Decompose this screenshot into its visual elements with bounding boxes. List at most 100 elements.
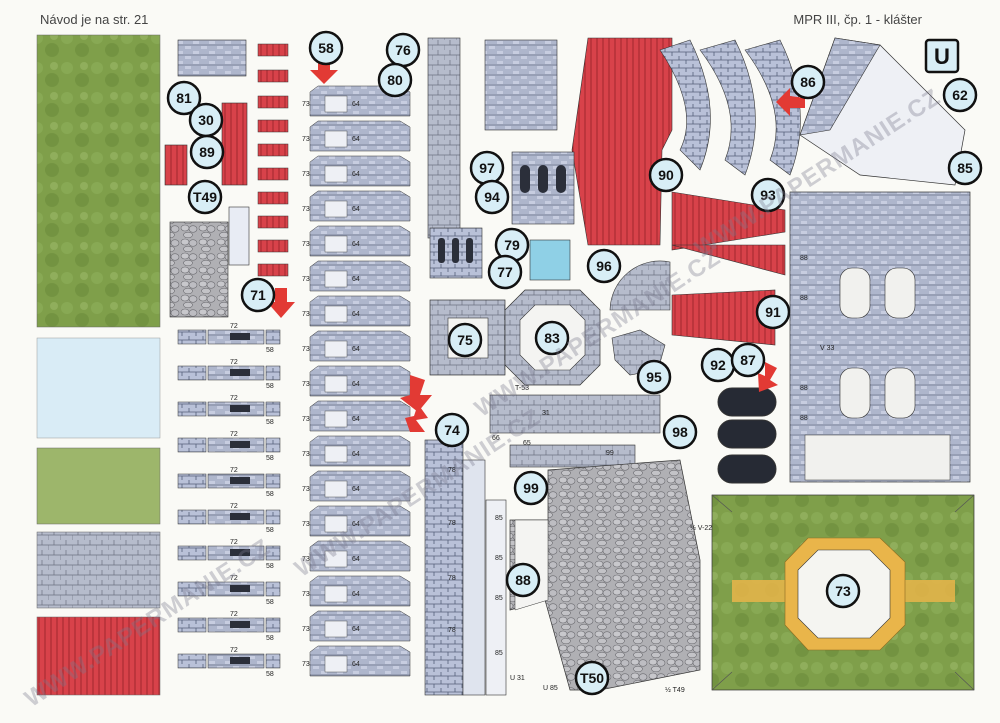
part-number-badge: 93 bbox=[750, 177, 786, 213]
part-number-text: 83 bbox=[544, 330, 560, 346]
part-number-text: 81 bbox=[176, 90, 192, 106]
part-number-text: T49 bbox=[193, 189, 217, 205]
roof-swatch bbox=[36, 616, 161, 696]
part-number-text: 73 bbox=[835, 583, 851, 599]
label-72: 72 bbox=[230, 323, 238, 330]
part-number-badge: 94 bbox=[474, 179, 510, 215]
small-label: 85 bbox=[495, 555, 503, 562]
small-label: 88 bbox=[800, 385, 808, 392]
small-label: ½ T49 bbox=[665, 686, 685, 694]
pointer-arrows bbox=[267, 58, 805, 432]
label-64: 64 bbox=[352, 136, 360, 143]
roof-strips-58 bbox=[257, 43, 289, 277]
part-number-text: 89 bbox=[199, 144, 215, 160]
label-58: 58 bbox=[266, 635, 274, 642]
part-number-badge: 92 bbox=[700, 347, 736, 383]
label-64: 64 bbox=[352, 591, 360, 598]
header-left: Návod je na str. 21 bbox=[40, 12, 149, 27]
part-number-text: 77 bbox=[497, 264, 513, 280]
part-number-text: 79 bbox=[504, 237, 520, 253]
part-number-text: 58 bbox=[318, 40, 334, 56]
small-label: 78 bbox=[448, 575, 456, 582]
window-3 bbox=[556, 165, 566, 193]
part-number-badge: 88 bbox=[505, 562, 541, 598]
grass-swatch bbox=[36, 34, 161, 328]
label-73: 73 bbox=[302, 381, 310, 388]
small-label: 85 bbox=[495, 515, 503, 522]
label-72: 72 bbox=[230, 503, 238, 510]
part-number-text: 98 bbox=[672, 424, 688, 440]
part-number-badge: 95 bbox=[636, 359, 672, 395]
label-72: 72 bbox=[230, 431, 238, 438]
label-64: 64 bbox=[352, 206, 360, 213]
label-73: 73 bbox=[302, 416, 310, 423]
part-number-text: 75 bbox=[457, 332, 473, 348]
roof-triangle-2 bbox=[671, 244, 786, 276]
label-72: 72 bbox=[230, 395, 238, 402]
part-99-strip bbox=[509, 444, 636, 468]
header-right: MPR III, čp. 1 - klášter bbox=[793, 12, 922, 27]
part-number-text: 30 bbox=[198, 112, 214, 128]
part-number-text: 87 bbox=[740, 352, 756, 368]
label-64: 64 bbox=[352, 451, 360, 458]
small-label: U 31 bbox=[510, 675, 525, 682]
part-number-badge: 79 bbox=[494, 227, 530, 263]
part-88-strip bbox=[485, 499, 507, 696]
part-89-piece bbox=[164, 144, 188, 186]
sky-swatch bbox=[36, 337, 161, 439]
window-2 bbox=[538, 165, 548, 193]
part-72-row: 72 58 bbox=[177, 503, 281, 534]
label-73: 73 bbox=[302, 626, 310, 633]
label-73: 73 bbox=[302, 521, 310, 528]
roof-triangle-3 bbox=[671, 289, 776, 346]
part-number-text: T50 bbox=[580, 670, 604, 686]
label-73: 73 bbox=[302, 486, 310, 493]
paving-swatch bbox=[36, 531, 161, 609]
part-number-badge: T50 bbox=[574, 660, 610, 696]
label-72: 72 bbox=[230, 575, 238, 582]
label-64: 64 bbox=[352, 101, 360, 108]
part-72-row: 72 58 bbox=[177, 323, 281, 354]
label-73: 73 bbox=[302, 241, 310, 248]
label-64: 64 bbox=[352, 556, 360, 563]
label-73: 73 bbox=[302, 311, 310, 318]
small-label: 66 bbox=[492, 435, 500, 442]
part-90-strip bbox=[659, 39, 711, 171]
label-58: 58 bbox=[266, 527, 274, 534]
part-85-block bbox=[484, 39, 558, 131]
label-72: 72 bbox=[230, 647, 238, 654]
part-78-tab bbox=[462, 459, 486, 696]
part-number-text: 71 bbox=[250, 287, 266, 303]
label-64: 64 bbox=[352, 276, 360, 283]
part-number-text: 88 bbox=[515, 572, 531, 588]
part-64-piece: 64 73 bbox=[302, 435, 411, 467]
label-58: 58 bbox=[266, 671, 274, 678]
part-number-badge: 77 bbox=[487, 254, 523, 290]
label-72: 72 bbox=[230, 359, 238, 366]
label-58: 58 bbox=[266, 347, 274, 354]
part-t49-paving bbox=[169, 221, 229, 318]
part-number-badge: 98 bbox=[662, 414, 698, 450]
label-73: 73 bbox=[302, 171, 310, 178]
part-number-badge: 81 bbox=[166, 80, 202, 116]
roof-main-piece bbox=[571, 37, 673, 246]
small-label: 78 bbox=[448, 627, 456, 634]
u-tile: U bbox=[924, 38, 960, 74]
label-58: 58 bbox=[266, 599, 274, 606]
label-73: 73 bbox=[302, 206, 310, 213]
part-64-piece: 64 73 bbox=[302, 190, 411, 222]
label-73: 73 bbox=[302, 451, 310, 458]
part-81-piece bbox=[177, 39, 247, 77]
